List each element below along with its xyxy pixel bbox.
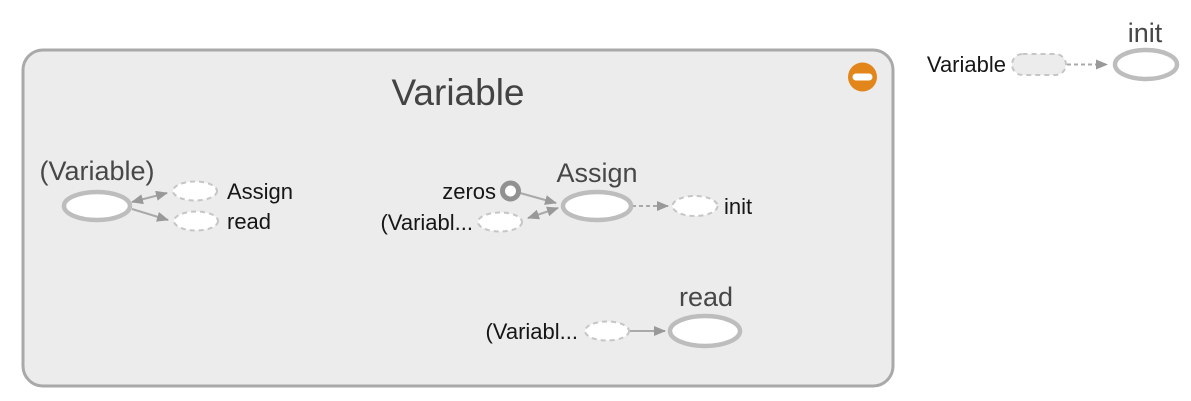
minus-icon [852,73,873,81]
annotation-node-variable-in[interactable] [584,320,630,342]
node-title-variable: (Variable) [39,156,154,186]
op-node-read[interactable] [667,313,743,349]
node-title-read: read [679,282,733,312]
annotation-node-init[interactable] [671,195,719,217]
op-node-variable[interactable] [61,189,133,223]
edge-zeros-to-assign [519,192,557,205]
group-node-box[interactable] [21,48,895,388]
edge-variable-to-assign-ref [527,206,559,220]
cluster-read: read (Variabl... [485,282,743,349]
annotation-label-init: init [724,194,752,219]
constant-node-zeros[interactable] [500,180,521,202]
edge-variable-to-read [131,208,169,222]
group-node-title: Variable [391,72,524,113]
node-title-assign: Assign [556,158,637,188]
annotation-label-read: read [227,209,271,234]
metanode-proxy-variable[interactable] [1011,53,1067,76]
op-node-init[interactable] [1112,47,1180,82]
cluster-external-init: init Variable [927,18,1180,82]
annotation-label-variable-in: (Variabl... [380,210,473,235]
op-node-assign[interactable] [560,189,634,223]
annotation-node-read[interactable] [173,210,219,232]
annotation-label-zeros: zeros [442,179,496,204]
cluster-assign: Assign zeros (Variabl... init [380,158,752,235]
annotation-label-assign: Assign [227,179,293,204]
node-title-init: init [1128,18,1163,48]
annotation-node-variable-in[interactable] [477,211,523,233]
annotation-node-assign[interactable] [172,180,218,202]
annotation-label-variable: Variable [927,52,1006,77]
collapse-button[interactable] [848,62,877,92]
edge-variable-to-assign-ref [131,190,168,205]
group-node-variable: Variable (Variable) Assign read Assign z… [21,48,895,388]
annotation-label-variable-in: (Variabl... [485,319,578,344]
cluster-variable: (Variable) Assign read [39,156,293,234]
